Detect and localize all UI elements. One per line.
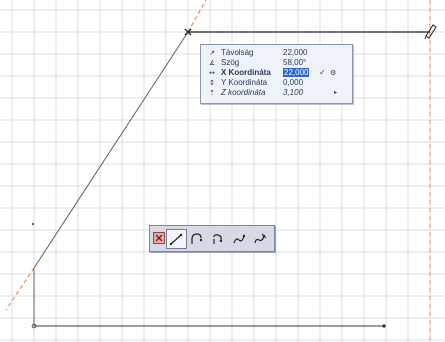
- z-coordinate-icon: ⇡: [209, 89, 215, 97]
- tracker-label: Távolság: [221, 48, 254, 57]
- arc-segment-icon: [191, 233, 203, 244]
- tracker-value[interactable]: 3,100: [283, 88, 304, 97]
- start-point-marker: [184, 28, 192, 36]
- tracker-row-y-coordinate[interactable]: ↕ Y Koordináta 0,000: [201, 78, 352, 88]
- pencil-cursor-icon: [424, 24, 437, 40]
- tangent-arc-icon: [213, 234, 223, 244]
- polyline-drawn[interactable]: [33, 31, 189, 326]
- tracker-row-x-coordinate[interactable]: ↔ X Koordináta 22,000 ✓ ⚙: [201, 68, 352, 78]
- triangle-right-icon[interactable]: ▸: [334, 89, 338, 96]
- tracker-row-angle[interactable]: ∡ Szög 58,00°: [201, 58, 352, 68]
- gear-icon[interactable]: ⚙: [330, 69, 337, 77]
- x-coordinate-icon: ↔: [209, 69, 215, 77]
- checkmark-icon[interactable]: ✓: [319, 68, 326, 77]
- tracker-label: Y Koordináta: [221, 78, 268, 87]
- geometry-method-palette: [149, 225, 275, 252]
- selected-value[interactable]: 22,000: [283, 68, 310, 77]
- angle-guide-line-lower: [5, 267, 35, 311]
- tracker-value[interactable]: 0,000: [283, 78, 304, 87]
- angle-guide-line-upper: [187, 0, 207, 33]
- y-coordinate-icon: ↕: [209, 79, 215, 87]
- line-segment-icon: [169, 233, 183, 246]
- close-icon[interactable]: [153, 232, 165, 244]
- distance-icon: ↗: [209, 49, 215, 57]
- coordinate-tracker-panel: ↗ Távolság 22,000 ∡ Szög 58,00° ↔ X Koor…: [200, 44, 353, 104]
- angle-icon: ∡: [208, 59, 216, 67]
- tracker-value-input[interactable]: 22,000: [283, 68, 310, 78]
- tracker-value[interactable]: 58,00°: [283, 58, 307, 67]
- tracker-value[interactable]: 22,000: [283, 48, 308, 57]
- tracker-label: Szög: [221, 58, 240, 67]
- line-segment-button[interactable]: [166, 229, 187, 249]
- spline-segment-button[interactable]: [229, 229, 250, 249]
- reference-dot: [32, 223, 34, 225]
- tracker-label: X Koordináta: [221, 68, 271, 77]
- tracker-label: Z koordináta: [221, 88, 266, 97]
- spline-segment-icon: [233, 234, 246, 244]
- corner-point: [31, 323, 37, 329]
- tracker-row-z-coordinate[interactable]: ⇡ Z koordináta 3,100 ▸: [201, 88, 352, 98]
- bezier-segment-icon: [254, 233, 267, 244]
- tracker-row-distance[interactable]: ↗ Távolság 22,000: [201, 48, 352, 58]
- tangent-arc-button[interactable]: [208, 229, 229, 249]
- bezier-segment-button[interactable]: [250, 229, 271, 249]
- end-point-dot: [382, 324, 386, 328]
- arc-segment-button[interactable]: [187, 229, 208, 249]
